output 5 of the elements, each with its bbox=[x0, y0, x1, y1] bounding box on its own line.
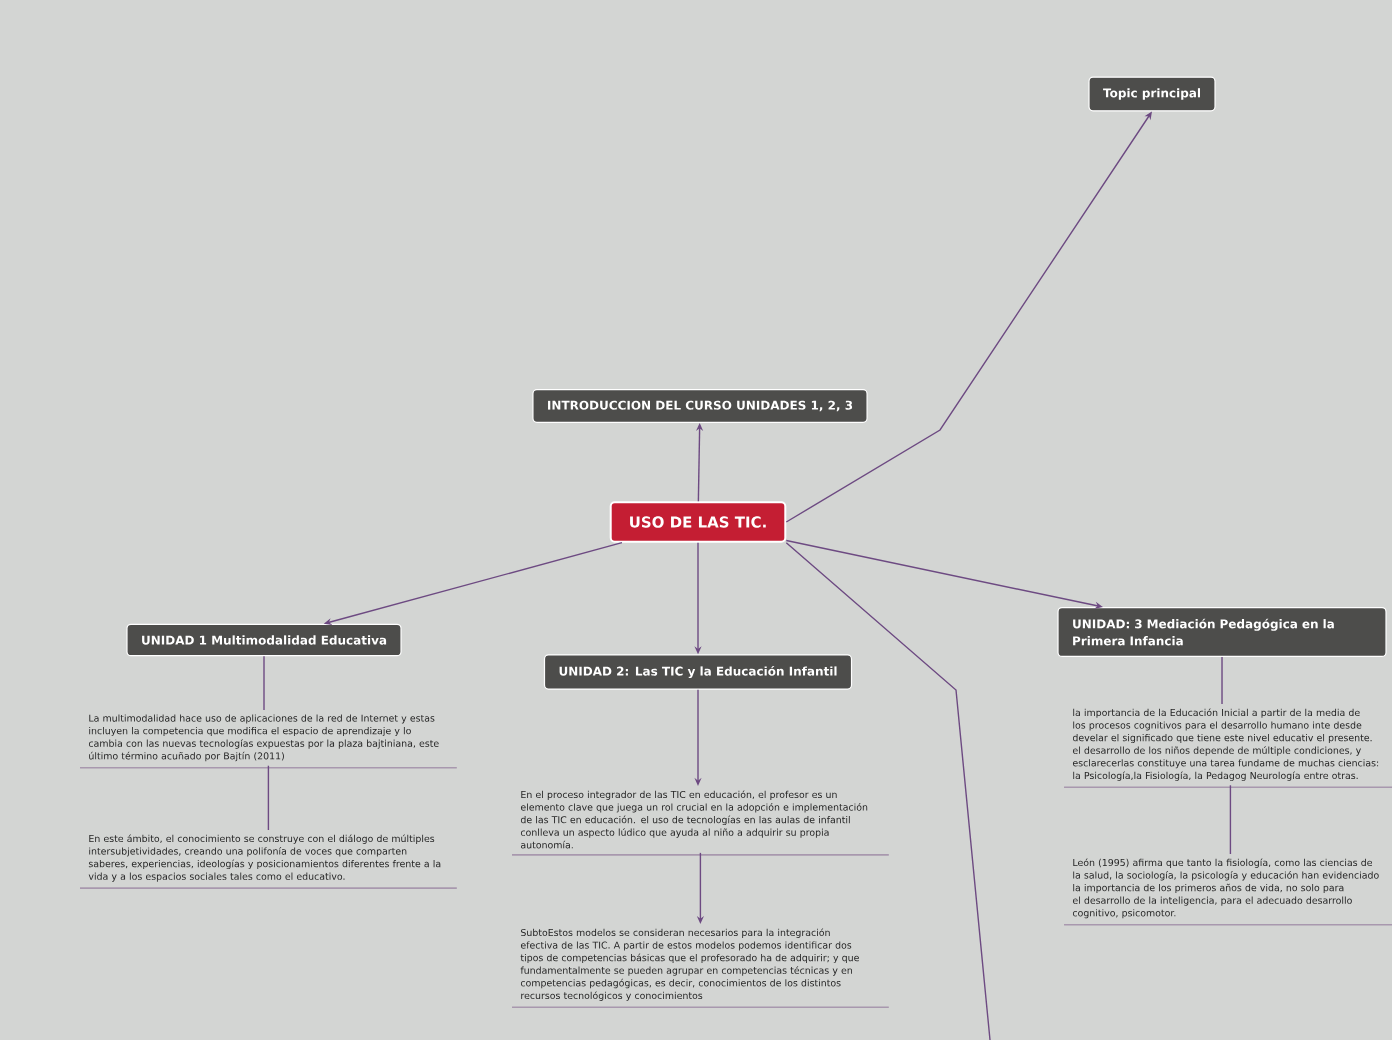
connector bbox=[1229, 784, 1232, 855]
connector bbox=[267, 765, 270, 831]
connector bbox=[263, 655, 265, 711]
connector bbox=[785, 541, 991, 1040]
connector bbox=[1221, 656, 1223, 705]
